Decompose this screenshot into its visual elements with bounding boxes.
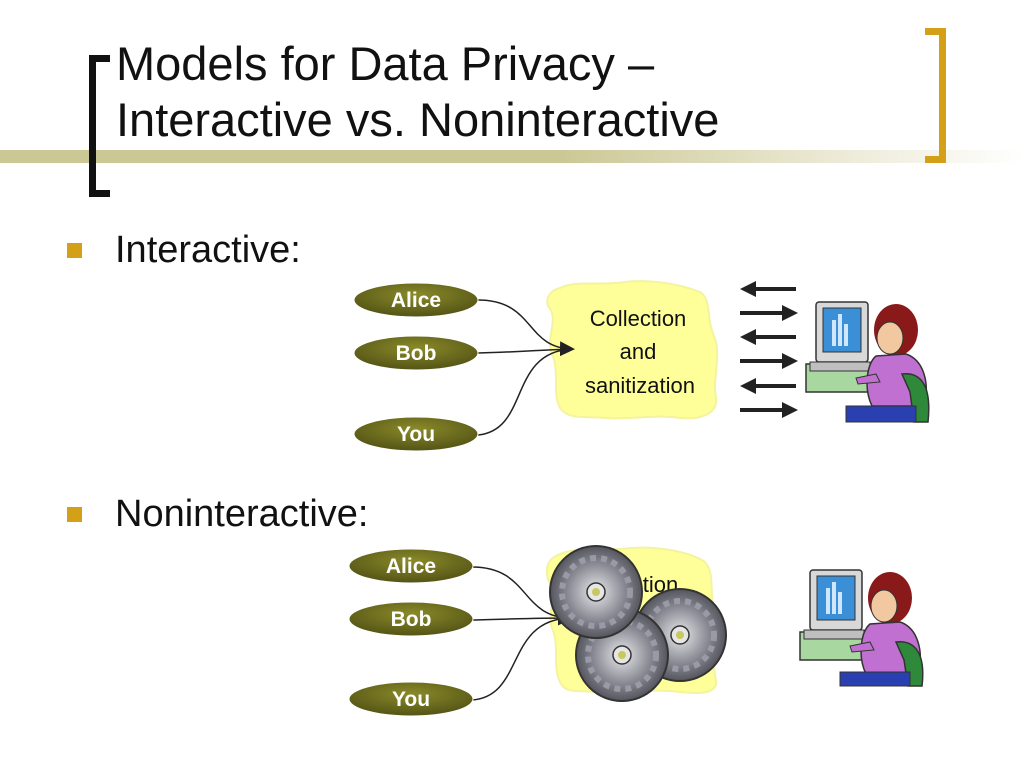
slide-title: Models for Data Privacy – Interactive vs… [116,36,906,148]
participant-label: You [392,688,430,711]
interactive-section: Collection and sanitization Alice Bob Yo… [353,280,930,452]
title-line-2: Interactive vs. Noninteractive [116,93,720,146]
noninteractive-section: ction Alice [348,545,924,717]
connector-you [471,617,571,701]
bullet-interactive: Interactive: [67,230,467,270]
arrow-left-icon [740,281,796,297]
collection-box-line-2: and [620,339,657,364]
participant-label: Bob [396,342,437,365]
bullet-label: Interactive: [115,229,301,271]
participant-you: You [353,416,479,452]
query-response-arrows [740,281,798,418]
arrow-right-icon [740,402,798,418]
collection-box-line-3: sanitization [585,373,695,398]
bullet-square-icon [67,243,82,258]
arrow-left-icon [740,378,796,394]
participant-alice: Alice [353,282,479,318]
participant-label: Bob [391,608,432,631]
connector-alice [477,299,575,357]
bullet-noninteractive: Noninteractive: [67,494,467,534]
arrow-left-icon [740,329,796,345]
connector-alice [471,566,571,619]
participant-label: Alice [391,289,441,312]
arrow-right-icon [740,305,798,321]
title-bracket-left [89,55,110,197]
bullet-label: Noninteractive: [115,493,369,535]
participant-label: You [397,423,435,446]
title-accent-bar [0,150,1024,163]
cd-disc-icon [549,545,643,639]
analyst-at-computer-icon [799,569,924,687]
collection-box-line-1: Collection [590,306,687,331]
participant-bob: Bob [353,335,479,371]
arrow-right-icon [740,353,798,369]
participant-label: Alice [386,555,436,578]
title-line-1: Models for Data Privacy – [116,37,655,90]
title-bracket-right [925,28,946,163]
participant-alice: Alice [348,548,474,584]
connector-you [477,348,573,436]
analyst-at-computer-icon [805,301,930,423]
participant-bob: Bob [348,601,474,637]
bullet-square-icon [67,507,82,522]
participant-you: You [348,681,474,717]
